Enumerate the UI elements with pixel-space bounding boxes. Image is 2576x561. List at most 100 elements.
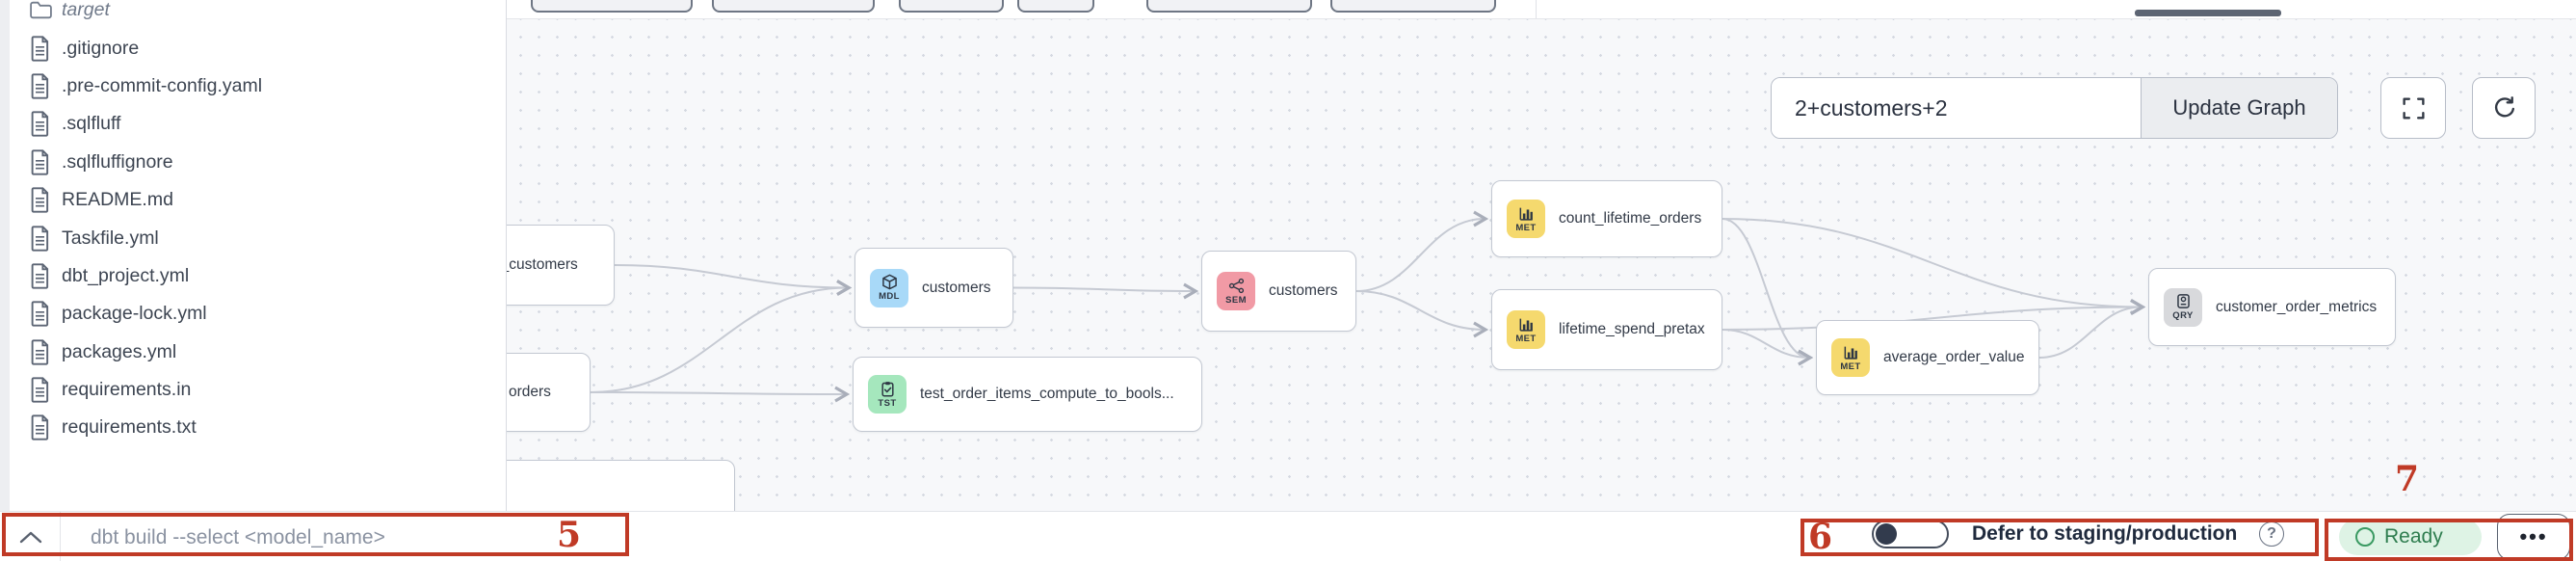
file-row-requirements-in[interactable]: requirements.in (0, 371, 506, 409)
edge-average_order_value-to-customer_order_metrics (2038, 299, 2146, 359)
file-explorer: target .gitignore .pre-commit-config.yam… (0, 0, 507, 511)
command-bar-divider (60, 512, 61, 561)
file-row--pre-commit-config-yaml[interactable]: .pre-commit-config.yaml (0, 67, 506, 105)
file-row-package-lock-yml[interactable]: package-lock.yml (0, 295, 506, 333)
node-label: customers (922, 279, 991, 296)
edge-orders-to-customers_model (590, 280, 853, 393)
badge-label: MET (1840, 361, 1861, 372)
file-icon (31, 339, 49, 365)
chevron-up-icon (19, 531, 42, 543)
edge-count_lifetime_orders-to-customer_order_metrics (1722, 218, 2146, 315)
file-name: dbt_project.yml (62, 264, 190, 286)
cutoff-toolbar-button-3[interactable] (899, 0, 1004, 13)
node-label: lifetime_spend_pretax (1559, 321, 1705, 337)
more-options-button[interactable]: ••• (2497, 514, 2570, 560)
file-row-readme-md[interactable]: README.md (0, 181, 506, 219)
graph-node-lifetime_spend_pretax[interactable]: MET lifetime_spend_pretax (1491, 289, 1722, 370)
defer-label: Defer to staging/production (1972, 522, 2238, 545)
badge-label: MET (1515, 333, 1537, 344)
file-name: package-lock.yml (62, 303, 207, 325)
node-label: orders (509, 384, 551, 400)
refresh-icon (2494, 95, 2514, 117)
node-label: test_order_items_compute_to_bools... (920, 386, 1174, 402)
update-graph-button[interactable]: Update Graph (2141, 78, 2337, 138)
met-badge: MET (1831, 338, 1870, 377)
saved-query-icon (2176, 294, 2190, 309)
node-label: count_lifetime_orders (1559, 210, 1702, 227)
fullscreen-button[interactable] (2380, 77, 2446, 139)
graph-node-test_order_items[interactable]: TST test_order_items_compute_to_bools... (853, 357, 1202, 432)
mdl-badge: MDL (870, 268, 908, 307)
file-row-target[interactable]: target (0, 0, 506, 29)
refresh-button[interactable] (2472, 77, 2536, 139)
file-icon (31, 225, 49, 252)
status-text: Ready (2384, 525, 2443, 548)
file-list: target .gitignore .pre-commit-config.yam… (0, 0, 506, 447)
node-selector-input[interactable] (1772, 78, 2141, 138)
graph-node-customer_order_metrics[interactable]: QRY customer_order_metrics (2148, 268, 2396, 346)
edge-customers_model-to-customers_semantic (1012, 282, 1199, 300)
cutoff-toolbar-button-4[interactable] (1017, 0, 1094, 13)
command-input[interactable] (89, 518, 613, 558)
file-icon (31, 73, 49, 99)
file-name: .gitignore (62, 37, 140, 59)
explorer-gutter (0, 0, 10, 511)
file-name: .pre-commit-config.yaml (62, 74, 263, 96)
edge-orders-to-test_order_items (590, 386, 851, 403)
badge-label: SEM (1225, 294, 1247, 306)
badge-label: MDL (879, 291, 900, 303)
graph-node-count_lifetime_orders[interactable]: MET count_lifetime_orders (1491, 180, 1722, 257)
file-icon (31, 35, 49, 62)
file-icon (31, 377, 49, 403)
cutoff-toolbar-button-2[interactable] (712, 0, 875, 13)
file-row-requirements-txt[interactable]: requirements.txt (0, 409, 506, 446)
status-badge: Ready (2339, 519, 2482, 555)
defer-toggle[interactable] (1872, 520, 1949, 548)
file-name: requirements.txt (62, 416, 197, 439)
defer-toggle-knob (1876, 523, 1897, 545)
file-icon (31, 301, 49, 327)
badge-label: MET (1515, 222, 1537, 233)
cutoff-toolbar-button-1[interactable] (531, 0, 693, 13)
top-strip (506, 0, 2576, 19)
cutoff-toolbar-button-5[interactable] (1146, 0, 1312, 13)
node-selector-group: Update Graph (1771, 77, 2338, 139)
met-badge: MET (1507, 200, 1545, 238)
cutoff-toolbar-button-6[interactable] (1330, 0, 1496, 13)
node-label: average_order_value (1883, 349, 2025, 365)
edge-count_lifetime_orders-to-average_order_value (1722, 218, 1814, 366)
file-name: .sqlfluffignore (62, 150, 173, 173)
file-row-dbt-project-yml[interactable]: dbt_project.yml (0, 257, 506, 295)
file-row--sqlfluff[interactable]: .sqlfluff (0, 105, 506, 143)
graph-node-customers_semantic[interactable]: SEM customers (1201, 251, 1356, 332)
help-icon[interactable]: ? (2259, 521, 2284, 547)
node-label: customer_order_metrics (2216, 298, 2378, 315)
file-row--gitignore[interactable]: .gitignore (0, 29, 506, 67)
file-icon (31, 149, 49, 175)
graph-node-customers_model[interactable]: MDL customers (854, 248, 1013, 328)
file-name: Taskfile.yml (62, 227, 159, 249)
file-icon (31, 414, 49, 441)
edge-customers_semantic-to-lifetime_spend_pretax (1355, 290, 1489, 338)
expand-command-bar-button[interactable] (12, 521, 50, 552)
file-row-taskfile-yml[interactable]: Taskfile.yml (0, 219, 506, 256)
badge-label: TST (878, 397, 897, 409)
fullscreen-icon (2402, 96, 2425, 120)
file-icon (31, 187, 49, 213)
file-name: README.md (62, 189, 173, 211)
file-row-packages-yml[interactable]: packages.yml (0, 334, 506, 371)
badge-label: QRY (2172, 310, 2194, 322)
status-dot-icon (2355, 527, 2375, 547)
model-cube-icon (881, 274, 897, 290)
semantic-model-icon (1228, 278, 1244, 293)
graph-node-average_order_value[interactable]: MET average_order_value (1816, 320, 2039, 395)
metric-chart-icon (1844, 346, 1857, 360)
file-row--sqlfluffignore[interactable]: .sqlfluffignore (0, 144, 506, 181)
metric-chart-icon (1519, 318, 1533, 332)
sem-badge: SEM (1217, 272, 1255, 310)
file-name: target (62, 0, 110, 21)
edge-lifetime_spend_pretax-to-average_order_value (1722, 329, 1814, 366)
metric-chart-icon (1519, 207, 1533, 221)
